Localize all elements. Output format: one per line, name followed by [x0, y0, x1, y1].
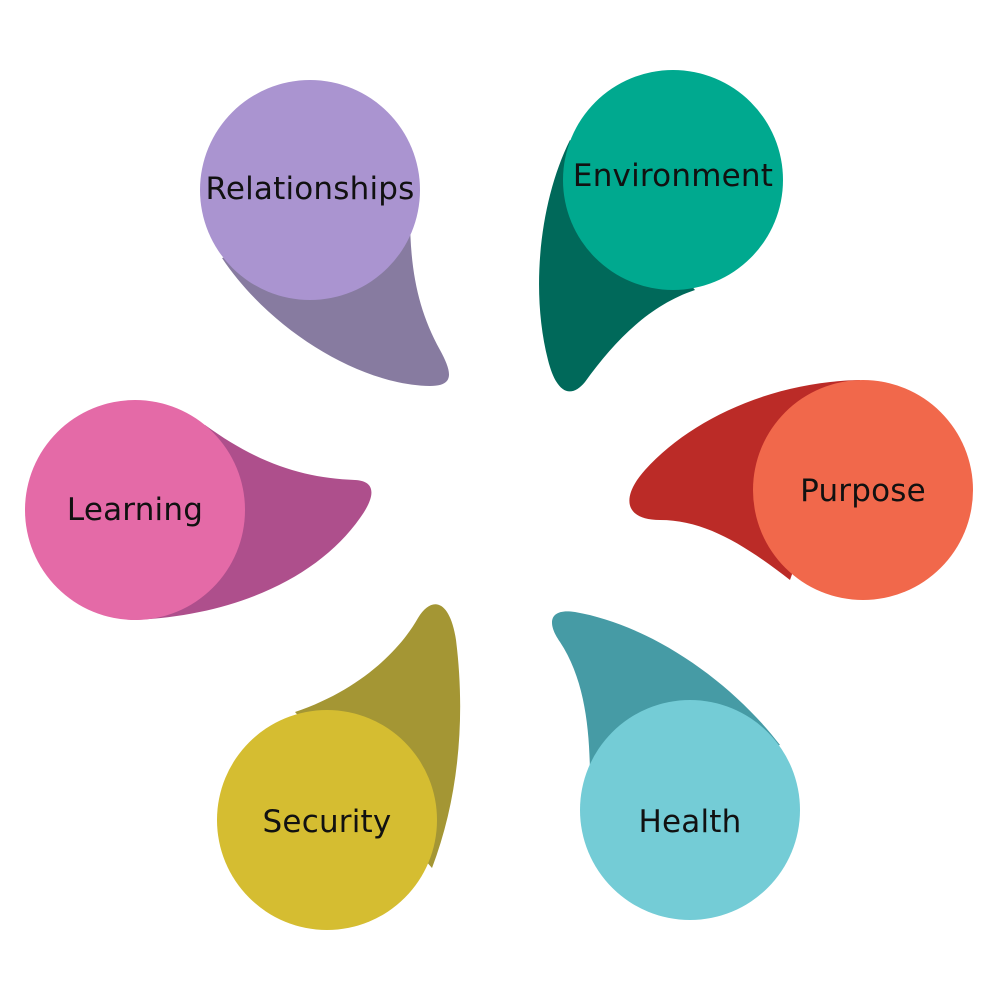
petal-environment: Environment: [539, 70, 783, 392]
petal-learning-circle: [25, 400, 245, 620]
petal-health: Health: [552, 611, 800, 920]
petal-security: Security: [217, 604, 461, 930]
petal-purpose-circle: [753, 380, 973, 600]
petal-health-circle: [580, 700, 800, 920]
petal-relationships-circle: [200, 80, 420, 300]
petal-relationships: Relationships: [200, 80, 450, 386]
petal-relationships-label: Relationships: [205, 171, 414, 207]
petal-environment-circle: [563, 70, 783, 290]
petal-security-circle: [217, 710, 437, 930]
petal-purpose-label: Purpose: [800, 473, 926, 509]
petal-health-label: Health: [639, 804, 742, 840]
petal-learning: Learning: [25, 400, 372, 620]
petal-purpose: Purpose: [629, 380, 973, 600]
petal-learning-label: Learning: [67, 492, 203, 528]
petal-environment-label: Environment: [573, 158, 773, 194]
petal-security-label: Security: [263, 804, 392, 840]
